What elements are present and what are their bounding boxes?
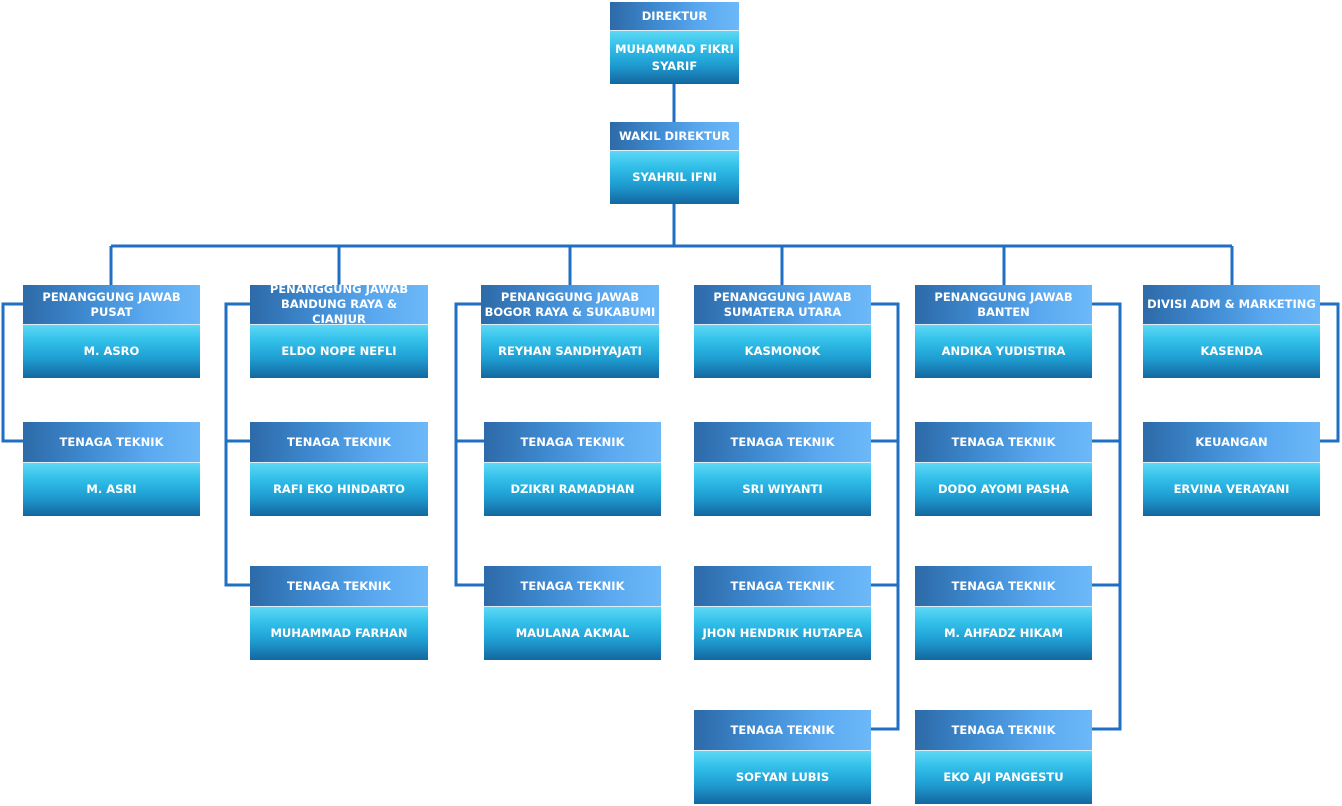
node-role: DIVISI ADM & MARKETING bbox=[1143, 285, 1320, 325]
node-name: MUHAMMAD FIKRI SYARIF bbox=[610, 31, 739, 84]
connector-adm-staff bbox=[1320, 302, 1340, 443]
node-name: MUHAMMAD FARHAN bbox=[250, 607, 428, 660]
node-role: TENAGA TEKNIK bbox=[694, 422, 871, 463]
connector-pusat-staff bbox=[1, 302, 23, 443]
node-sumut-teknik-1: TENAGA TEKNIK SRI WIYANTI bbox=[694, 422, 871, 516]
node-name: M. AHFADZ HIKAM bbox=[915, 607, 1092, 660]
node-role: PENANGGUNG JAWAB BANTEN bbox=[915, 285, 1092, 325]
node-pj-pusat: PENANGGUNG JAWAB PUSAT M. ASRO bbox=[23, 285, 200, 378]
node-name: ANDIKA YUDISTIRA bbox=[915, 325, 1092, 378]
node-pj-bandung: PENANGGUNG JAWAB BANDUNG RAYA & CIANJUR … bbox=[250, 282, 428, 378]
node-banten-teknik-3: TENAGA TEKNIK EKO AJI PANGESTU bbox=[915, 710, 1092, 804]
node-role: PENANGGUNG JAWAB SUMATERA UTARA bbox=[694, 285, 871, 325]
node-sumut-teknik-2: TENAGA TEKNIK JHON HENDRIK HUTAPEA bbox=[694, 566, 871, 660]
node-role: KEUANGAN bbox=[1143, 422, 1320, 463]
node-role: PENANGGUNG JAWAB BANDUNG RAYA & CIANJUR bbox=[250, 282, 428, 326]
node-name: KASENDA bbox=[1143, 325, 1320, 378]
node-role: TENAGA TEKNIK bbox=[250, 422, 428, 463]
node-role: PENANGGUNG JAWAB PUSAT bbox=[23, 285, 200, 325]
node-role: TENAGA TEKNIK bbox=[23, 422, 200, 463]
connector-sumut-staff bbox=[871, 302, 900, 731]
node-role: TENAGA TEKNIK bbox=[694, 710, 871, 751]
node-pj-bogor: PENANGGUNG JAWAB BOGOR RAYA & SUKABUMI R… bbox=[481, 285, 659, 378]
node-pj-sumut: PENANGGUNG JAWAB SUMATERA UTARA KASMONOK bbox=[694, 285, 871, 378]
node-name: RAFI EKO HINDARTO bbox=[250, 463, 428, 516]
node-divisi-adm-marketing: DIVISI ADM & MARKETING KASENDA bbox=[1143, 285, 1320, 378]
node-name: MAULANA AKMAL bbox=[484, 607, 661, 660]
node-name: REYHAN SANDHYAJATI bbox=[481, 325, 659, 378]
node-role: TENAGA TEKNIK bbox=[694, 566, 871, 607]
node-name: EKO AJI PANGESTU bbox=[915, 751, 1092, 804]
node-role: TENAGA TEKNIK bbox=[484, 422, 661, 463]
node-name: ELDO NOPE NEFLI bbox=[250, 325, 428, 378]
node-role: PENANGGUNG JAWAB BOGOR RAYA & SUKABUMI bbox=[481, 285, 659, 325]
node-role: TENAGA TEKNIK bbox=[915, 422, 1092, 463]
node-role: WAKIL DIREKTUR bbox=[610, 122, 739, 151]
node-role: TENAGA TEKNIK bbox=[250, 566, 428, 607]
node-name: SOFYAN LUBIS bbox=[694, 751, 871, 804]
node-role: DIREKTUR bbox=[610, 2, 739, 31]
node-name: SRI WIYANTI bbox=[694, 463, 871, 516]
node-bogor-teknik-2: TENAGA TEKNIK MAULANA AKMAL bbox=[484, 566, 661, 660]
node-banten-teknik-1: TENAGA TEKNIK DODO AYOMI PASHA bbox=[915, 422, 1092, 516]
node-name: ERVINA VERAYANI bbox=[1143, 463, 1320, 516]
node-name: DZIKRI RAMADHAN bbox=[484, 463, 661, 516]
node-keuangan: KEUANGAN ERVINA VERAYANI bbox=[1143, 422, 1320, 516]
connector-banten-staff bbox=[1092, 302, 1122, 731]
node-role: TENAGA TEKNIK bbox=[915, 710, 1092, 751]
node-wakil-direktur: WAKIL DIREKTUR SYAHRIL IFNI bbox=[610, 122, 739, 204]
node-role: TENAGA TEKNIK bbox=[915, 566, 1092, 607]
node-bogor-teknik-1: TENAGA TEKNIK DZIKRI RAMADHAN bbox=[484, 422, 661, 516]
node-pusat-teknik-1: TENAGA TEKNIK M. ASRI bbox=[23, 422, 200, 516]
node-name: M. ASRI bbox=[23, 463, 200, 516]
node-name: KASMONOK bbox=[694, 325, 871, 378]
node-bandung-teknik-1: TENAGA TEKNIK RAFI EKO HINDARTO bbox=[250, 422, 428, 516]
node-sumut-teknik-3: TENAGA TEKNIK SOFYAN LUBIS bbox=[694, 710, 871, 804]
node-direktur: DIREKTUR MUHAMMAD FIKRI SYARIF bbox=[610, 2, 739, 84]
node-banten-teknik-2: TENAGA TEKNIK M. AHFADZ HIKAM bbox=[915, 566, 1092, 660]
node-name: DODO AYOMI PASHA bbox=[915, 463, 1092, 516]
connector-bogor-staff bbox=[454, 302, 484, 587]
connector-bandung-staff bbox=[224, 302, 250, 587]
node-bandung-teknik-2: TENAGA TEKNIK MUHAMMAD FARHAN bbox=[250, 566, 428, 660]
node-name: SYAHRIL IFNI bbox=[610, 151, 739, 204]
node-name: M. ASRO bbox=[23, 325, 200, 378]
node-role: TENAGA TEKNIK bbox=[484, 566, 661, 607]
node-pj-banten: PENANGGUNG JAWAB BANTEN ANDIKA YUDISTIRA bbox=[915, 285, 1092, 378]
node-name: JHON HENDRIK HUTAPEA bbox=[694, 607, 871, 660]
